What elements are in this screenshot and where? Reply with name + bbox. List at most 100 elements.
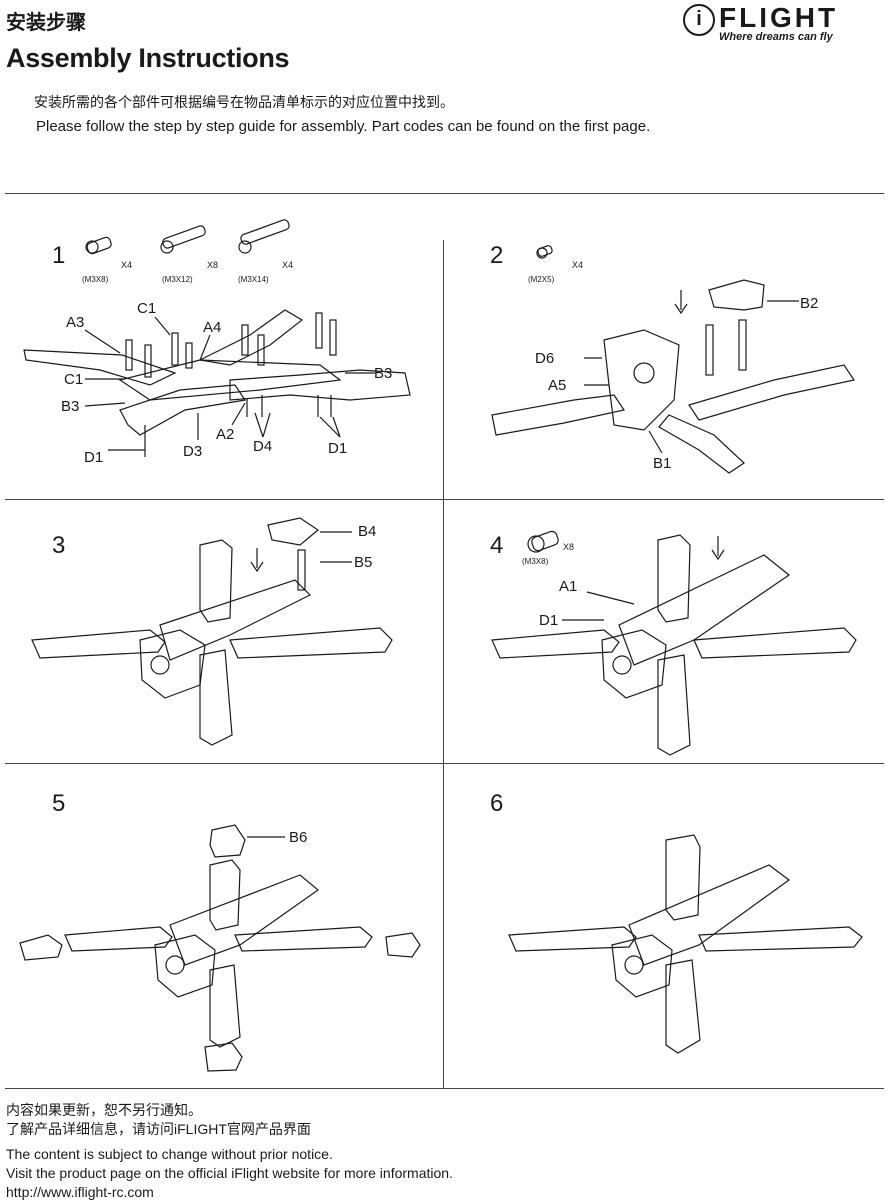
- grid-divider-row1: [5, 499, 884, 500]
- top-plate: [618, 554, 791, 666]
- step-number: 2: [490, 242, 504, 269]
- part-label: B6: [289, 829, 308, 846]
- top-plate: [169, 874, 319, 966]
- top-plate: [159, 579, 312, 661]
- frame-arm-top: [657, 534, 691, 623]
- part-label: A4: [203, 319, 222, 336]
- frame-arm-bottom: [209, 964, 241, 1048]
- part-b2: [708, 279, 765, 311]
- frame-arm-left: [64, 926, 173, 952]
- screw-count: X4: [282, 260, 294, 270]
- camera-cage: [611, 934, 673, 998]
- footer-line-cn: 内容如果更新，恕不另行通知。: [6, 1102, 202, 1118]
- frame-arm-bottom: [657, 654, 691, 756]
- frame-arm-left: [508, 926, 637, 952]
- logo-mark: i: [683, 4, 715, 36]
- frame-arm-bottom: [665, 959, 701, 1054]
- frame-arm-right: [234, 926, 373, 952]
- down-arrow-icon: [711, 536, 725, 561]
- footer-divider: [5, 1088, 884, 1089]
- frame-arm-right: [229, 369, 411, 401]
- logo-wordmark: FLIGHT: [719, 2, 839, 33]
- step-6-diagram: [508, 834, 863, 1054]
- frame-arm-top: [198, 309, 304, 366]
- screw-icon: [536, 245, 553, 259]
- arm-guard-left: [19, 934, 63, 961]
- page-title-cn: 安装步骤: [6, 12, 86, 34]
- screw-code: (M3X8): [82, 275, 109, 284]
- down-arrow-icon: [674, 290, 688, 315]
- logo-tagline: Where dreams can fly: [719, 31, 833, 43]
- frame-arm-bottom: [658, 414, 745, 474]
- part-label: B5: [354, 554, 373, 571]
- part-label: C1: [137, 300, 157, 317]
- screw-icon: [527, 530, 559, 553]
- camera-cage: [154, 934, 216, 998]
- camera-cage: [139, 629, 206, 699]
- frame-arm-left: [23, 349, 177, 386]
- arm-guard-right: [385, 932, 421, 958]
- frame-arm-right: [688, 364, 855, 421]
- frame-arm-right: [229, 627, 393, 659]
- part-b6: [209, 824, 246, 858]
- intro-text: Please follow the step by step guide for…: [36, 118, 651, 135]
- screw-code: (M3X8): [522, 557, 549, 566]
- footer-line: The content is subject to change without…: [6, 1146, 333, 1162]
- frame-arm-right: [698, 926, 863, 952]
- screw-icon: [238, 219, 290, 254]
- screw-icon: [160, 225, 206, 254]
- step-4-diagram: [491, 530, 857, 756]
- part-label: B3: [374, 365, 393, 382]
- part-label: D1: [84, 449, 104, 466]
- part-b4: [267, 517, 320, 546]
- down-arrow-icon: [250, 548, 264, 573]
- frame-arm-left: [491, 629, 620, 659]
- screw-count: X4: [572, 260, 584, 270]
- screw-icon: [85, 236, 112, 255]
- frame-arm-left: [491, 394, 625, 436]
- step-1-diagram: [23, 219, 411, 457]
- camera-cage: [603, 329, 680, 431]
- screw-code: (M3X12): [162, 275, 193, 284]
- part-label: A5: [548, 377, 567, 394]
- grid-divider-row2: [5, 763, 884, 764]
- part-label: B3: [61, 398, 80, 415]
- step-number: 4: [490, 532, 504, 559]
- screw-code: (M2X5): [528, 275, 555, 284]
- screw-count: X8: [563, 542, 575, 552]
- step-number: 5: [52, 790, 66, 817]
- header-divider: [5, 193, 884, 194]
- part-label: B2: [800, 295, 819, 312]
- step-number: 3: [52, 532, 66, 559]
- frame-arm-top: [665, 834, 701, 921]
- footer-notice: 内容如果更新，恕不另行通知。 了解产品详细信息，请访问iFLIGHT官网产品界面…: [6, 1101, 453, 1202]
- step-3-diagram: [31, 517, 393, 746]
- screw-count: X4: [121, 260, 133, 270]
- website-link[interactable]: http://www.iflight-rc.com: [6, 1184, 154, 1200]
- screw-code: (M3X14): [238, 275, 269, 284]
- top-plate: [628, 864, 791, 966]
- part-label: A3: [66, 314, 85, 331]
- part-label: D6: [535, 350, 555, 367]
- step-number: 6: [490, 790, 504, 817]
- part-label: D4: [253, 438, 273, 455]
- part-label: D3: [183, 443, 203, 460]
- frame-arm-bottom: [199, 649, 233, 746]
- intro-text-cn: 安装所需的各个部件可根据编号在物品清单标示的对应位置中找到。: [34, 94, 454, 110]
- frame-arm-right: [693, 627, 857, 659]
- step-5-diagram: [19, 824, 421, 1072]
- part-label: A1: [559, 578, 578, 595]
- arm-guard-bottom: [204, 1042, 243, 1072]
- step-2-diagram: [491, 245, 855, 474]
- frame-arm-bottom: [119, 384, 247, 436]
- camera-cage: [601, 629, 667, 699]
- part-label: D1: [328, 440, 348, 457]
- screw-count: X8: [207, 260, 219, 270]
- grid-divider-column: [443, 240, 444, 1089]
- footer-line-cn: 了解产品详细信息，请访问iFLIGHT官网产品界面: [6, 1121, 311, 1137]
- part-label: C1: [64, 371, 84, 388]
- brand-logo: i FLIGHT Where dreams can fly: [683, 2, 886, 44]
- part-label: B4: [358, 523, 377, 540]
- part-label: B1: [653, 455, 672, 472]
- part-label: D1: [539, 612, 559, 629]
